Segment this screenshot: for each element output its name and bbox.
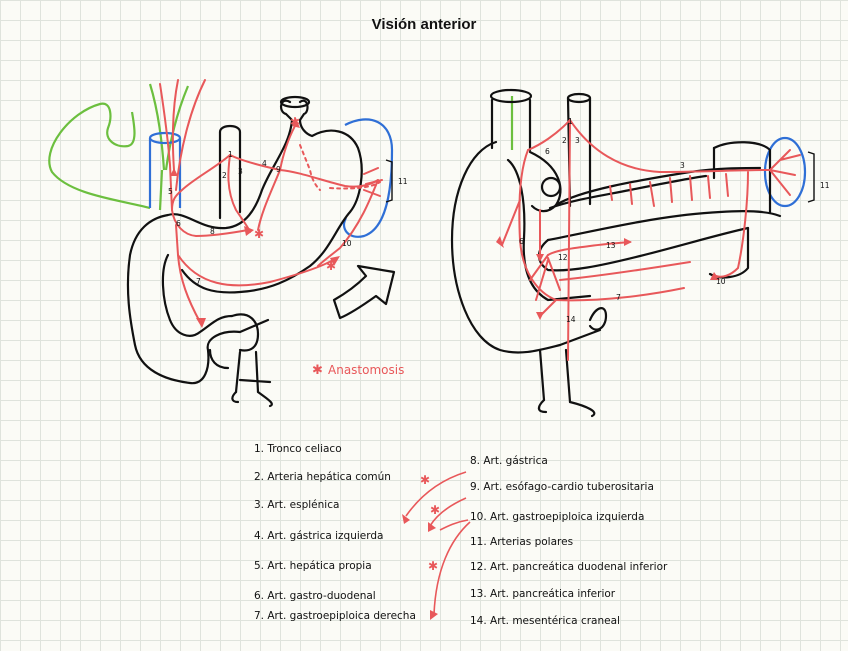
anastomosis-symbol: ✱ bbox=[312, 363, 323, 378]
right-label-1: 1 bbox=[568, 117, 573, 126]
right-label-6b: 6 bbox=[519, 237, 524, 246]
left-label-10: 10 bbox=[342, 239, 352, 248]
rotation-arrow bbox=[332, 264, 396, 320]
left-label-7: 7 bbox=[196, 277, 201, 286]
left-label-6: 6 bbox=[176, 219, 181, 228]
left-label-11: 11 bbox=[398, 177, 408, 186]
left-label-5: 5 bbox=[168, 187, 173, 196]
svg-text:✱: ✱ bbox=[326, 259, 336, 273]
right-figure: 1 2 3 3 6 6 7 10 11 12 13 14 bbox=[450, 88, 830, 418]
portal-vein bbox=[148, 131, 182, 208]
right-organ-outline bbox=[450, 88, 782, 418]
left-arteries bbox=[159, 79, 383, 323]
left-polar-bracket bbox=[385, 159, 393, 203]
svg-text:✱: ✱ bbox=[430, 503, 440, 517]
legend-item-7: 7. Art. gastroepiploica derecha bbox=[254, 610, 416, 622]
right-label-11: 11 bbox=[820, 181, 830, 190]
left-number-labels: 1 2 3 4 5 6 7 8 9 10 11 bbox=[168, 150, 408, 286]
legend-item-12: 12. Art. pancreática duodenal inferior bbox=[470, 561, 668, 573]
legend-connectors bbox=[405, 471, 471, 615]
svg-text:✱: ✱ bbox=[428, 559, 438, 573]
legend-item-8: 8. Art. gástrica bbox=[470, 455, 548, 467]
right-spleen-outline bbox=[763, 136, 807, 208]
left-figure: ✱ ✱ ✱ 1 2 3 4 5 6 7 8 9 10 11 bbox=[48, 79, 408, 408]
left-label-3: 3 bbox=[238, 167, 243, 176]
right-label-12: 12 bbox=[558, 253, 568, 262]
right-number-labels: 1 2 3 3 6 6 7 10 11 12 13 14 bbox=[519, 117, 830, 324]
legend-item-2: 2. Arteria hepática común bbox=[254, 471, 391, 483]
legend-item-14: 14. Art. mesentérica craneal bbox=[470, 615, 620, 627]
left-anastomosis-marks: ✱ ✱ ✱ bbox=[254, 115, 336, 273]
left-arrowheads bbox=[170, 118, 340, 328]
right-label-3b: 3 bbox=[680, 161, 685, 170]
left-label-1: 1 bbox=[228, 150, 233, 159]
legend-item-13: 13. Art. pancreática inferior bbox=[470, 588, 616, 600]
right-label-7: 7 bbox=[616, 293, 621, 302]
right-polar-bracket bbox=[807, 151, 815, 203]
spleen-outline bbox=[342, 118, 394, 238]
right-label-6: 6 bbox=[545, 147, 550, 156]
right-arrowheads bbox=[496, 236, 720, 320]
legend-item-1: 1. Tronco celiaco bbox=[254, 443, 342, 455]
right-label-2: 2 bbox=[562, 136, 567, 145]
right-label-3: 3 bbox=[575, 136, 580, 145]
svg-text:✱: ✱ bbox=[254, 227, 264, 241]
legend-anastomosis-marks: ✱ ✱ ✱ bbox=[420, 473, 440, 573]
legend-item-5: 5. Art. hepática propia bbox=[254, 560, 372, 572]
legend-item-4: 4. Art. gástrica izquierda bbox=[254, 530, 384, 542]
anastomosis-label: Anastomosis bbox=[328, 363, 404, 377]
legend-item-10: 10. Art. gastroepiploica izquierda bbox=[470, 511, 645, 523]
right-label-13: 13 bbox=[606, 241, 616, 250]
legend-item-6: 6. Art. gastro-duodenal bbox=[254, 590, 376, 602]
gallbladder-outline bbox=[48, 83, 190, 211]
right-arteries bbox=[501, 119, 801, 361]
svg-text:✱: ✱ bbox=[290, 115, 300, 129]
legend-item-9: 9. Art. esófago-cardio tuberositaria bbox=[470, 481, 654, 493]
legend-item-11: 11. Arterias polares bbox=[470, 536, 574, 548]
right-label-14: 14 bbox=[566, 315, 576, 324]
left-label-2: 2 bbox=[222, 171, 227, 180]
stomach-outline bbox=[126, 95, 363, 408]
left-label-9: 9 bbox=[276, 165, 281, 174]
right-label-10: 10 bbox=[716, 277, 726, 286]
legend-connector-arrowheads bbox=[402, 514, 438, 620]
legend-item-3: 3. Art. esplénica bbox=[254, 499, 340, 511]
svg-text:✱: ✱ bbox=[420, 473, 430, 487]
page-title: Visión anterior bbox=[371, 16, 477, 33]
left-label-4: 4 bbox=[262, 159, 267, 168]
left-label-8: 8 bbox=[210, 227, 215, 236]
